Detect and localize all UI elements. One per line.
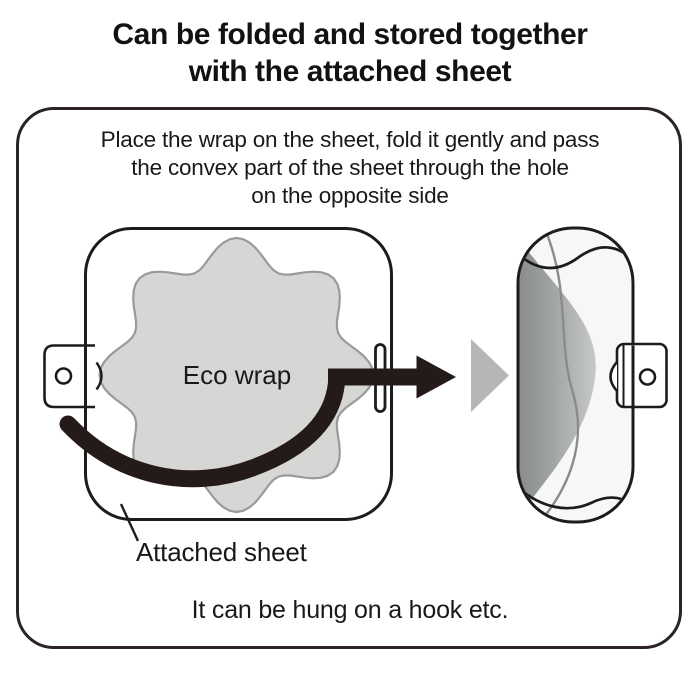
folded-wrap-gradient	[519, 232, 596, 518]
sheet-label-pointer	[119, 503, 140, 542]
hang-hole-right	[638, 368, 657, 386]
next-step-arrow-icon	[471, 339, 509, 412]
page-title-line1: Can be folded and stored together	[112, 18, 588, 51]
fold-line-black-top	[519, 245, 632, 270]
instruction-line3: on the opposite side	[251, 183, 449, 208]
sheet-slit-mark	[95, 361, 103, 391]
instruction-line2: the convex part of the sheet through the…	[131, 155, 569, 180]
hook-caption: It can be hung on a hook etc.	[191, 596, 509, 624]
instruction-panel	[16, 107, 682, 649]
hang-hole-left	[54, 367, 73, 385]
instruction-line1: Place the wrap on the sheet, fold it gen…	[100, 127, 600, 152]
page-title: Can be folded and stored together with t…	[0, 16, 700, 90]
attached-sheet-label: Attached sheet	[136, 537, 307, 567]
folded-sheet-diagram	[516, 226, 668, 524]
page-title-line2: with the attached sheet	[188, 55, 512, 88]
pass-through-arrowhead-icon	[416, 355, 456, 399]
pass-through-arrow-icon	[59, 368, 426, 488]
eco-wrap-label: Eco wrap	[183, 360, 291, 390]
fold-line-gray	[540, 229, 580, 521]
instruction-text: Place the wrap on the sheet, fold it gen…	[0, 126, 700, 210]
unfolded-sheet-diagram: Eco wrap	[43, 227, 456, 542]
convex-part-bump	[609, 361, 618, 392]
